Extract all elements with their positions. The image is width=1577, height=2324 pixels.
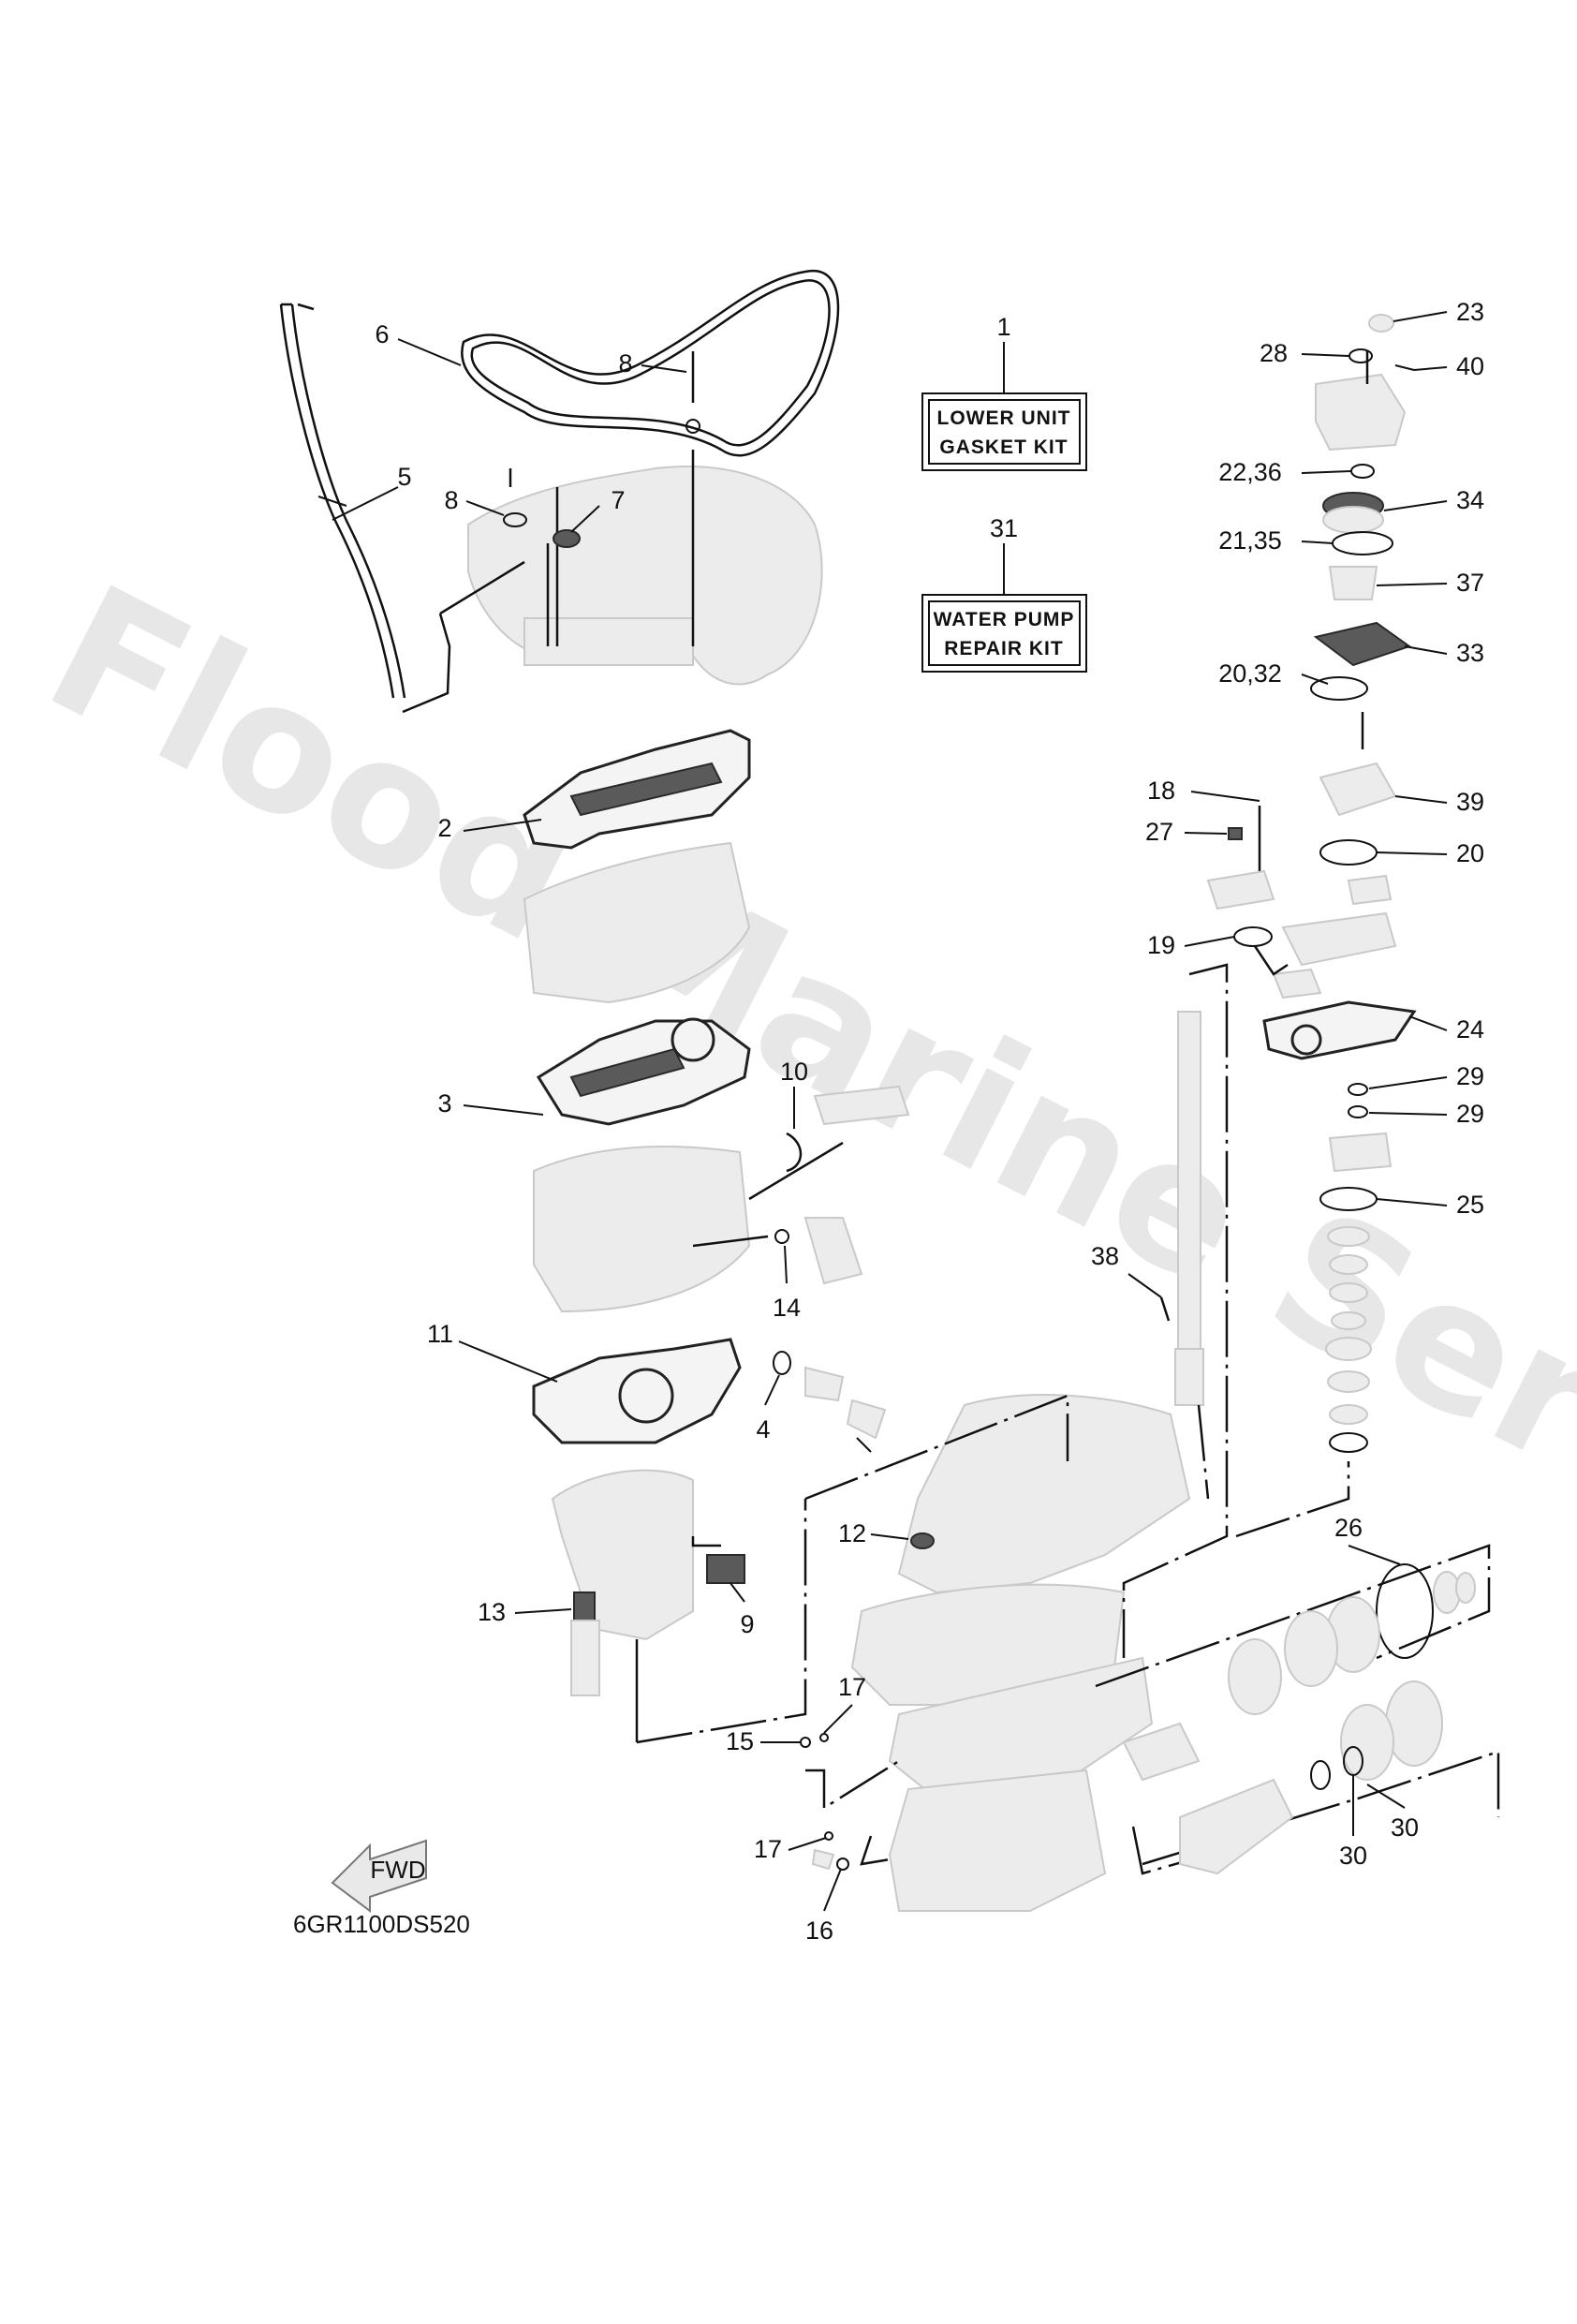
small-fittings [800, 1733, 849, 1871]
callout-15: 15 [726, 1727, 754, 1755]
small-seals [773, 1351, 887, 1453]
callout-12: 12 [838, 1519, 866, 1547]
callout-5: 5 [397, 463, 411, 491]
drain-plug [570, 1591, 600, 1696]
anode [910, 1532, 935, 1549]
callout-24: 24 [1456, 1015, 1484, 1044]
callout-2: 2 [437, 814, 451, 842]
prop-shaft-seals [1122, 1563, 1476, 1875]
callout-34: 34 [1456, 486, 1484, 514]
callout-18: 18 [1147, 777, 1175, 805]
gear-case [850, 1394, 1191, 1912]
callout-30-left: 30 [1339, 1842, 1367, 1870]
callout-20: 20 [1456, 839, 1484, 867]
kit-1-line1: LOWER UNIT [937, 407, 1071, 429]
kit-box-water-pump: WATER PUMP REPAIR KIT 31 [921, 514, 1087, 673]
callout-28: 28 [1260, 339, 1288, 367]
callout-29-upper: 29 [1456, 1062, 1484, 1090]
hose-fitting [692, 1085, 910, 1285]
kit-box-gasket: LOWER UNIT GASKET KIT 1 [921, 313, 1087, 471]
callout-19: 19 [1147, 931, 1175, 959]
gasket-11 [532, 1338, 742, 1444]
callout-3: 3 [437, 1089, 451, 1118]
callout-17-lower: 17 [754, 1835, 782, 1863]
diagram-code: 6GR1100DS520 [293, 1910, 470, 1938]
belt-seal [461, 269, 840, 457]
callout-17-upper: 17 [838, 1673, 866, 1701]
callout-9: 9 [740, 1610, 754, 1638]
callout-1: 1 [996, 313, 1010, 341]
callout-26: 26 [1334, 1514, 1363, 1542]
gasket-2 [523, 729, 751, 850]
water-tube [279, 303, 406, 699]
callout-33: 33 [1456, 639, 1484, 667]
kit-31-line1: WATER PUMP [934, 609, 1075, 630]
callout-40: 40 [1456, 352, 1484, 380]
fwd-label: FWD [370, 1856, 425, 1884]
adapter-block [523, 841, 751, 1004]
callout-20-32: 20,32 [1218, 659, 1282, 688]
callout-38: 38 [1091, 1242, 1119, 1270]
callout-16: 16 [805, 1917, 833, 1945]
callout-6: 6 [375, 320, 389, 348]
callout-8-left: 8 [444, 486, 458, 514]
callout-14: 14 [773, 1294, 801, 1322]
callout-21-35: 21,35 [1218, 526, 1282, 555]
drive-shaft [1159, 1011, 1204, 1406]
kit-31-line2: REPAIR KIT [944, 638, 1063, 659]
callout-31: 31 [990, 514, 1018, 542]
pump-base-parts [1206, 806, 1322, 999]
exhaust-guide [533, 1146, 751, 1313]
callout-8-top: 8 [618, 349, 632, 377]
callout-4: 4 [756, 1415, 770, 1443]
callout-39: 39 [1456, 788, 1484, 816]
upper-bolts [402, 351, 700, 714]
callout-23: 23 [1456, 298, 1484, 326]
callout-11: 11 [427, 1320, 453, 1348]
callout-29-lower: 29 [1456, 1100, 1484, 1128]
callout-37: 37 [1456, 569, 1484, 597]
callout-7: 7 [611, 486, 625, 514]
callout-30-right: 30 [1391, 1813, 1419, 1842]
callout-27: 27 [1145, 818, 1173, 846]
fwd-arrow: FWD [331, 1839, 427, 1913]
callout-labels: 6 5 8 8 7 2 3 10 14 11 4 9 13 [332, 298, 1484, 1945]
callout-22-36: 22,36 [1218, 458, 1282, 486]
gasket-3 [536, 1017, 751, 1126]
callout-13: 13 [478, 1598, 506, 1626]
callout-10: 10 [780, 1058, 808, 1086]
callout-25: 25 [1456, 1191, 1484, 1219]
upper-casing [467, 466, 823, 686]
kit-1-line2: GASKET KIT [939, 437, 1068, 458]
